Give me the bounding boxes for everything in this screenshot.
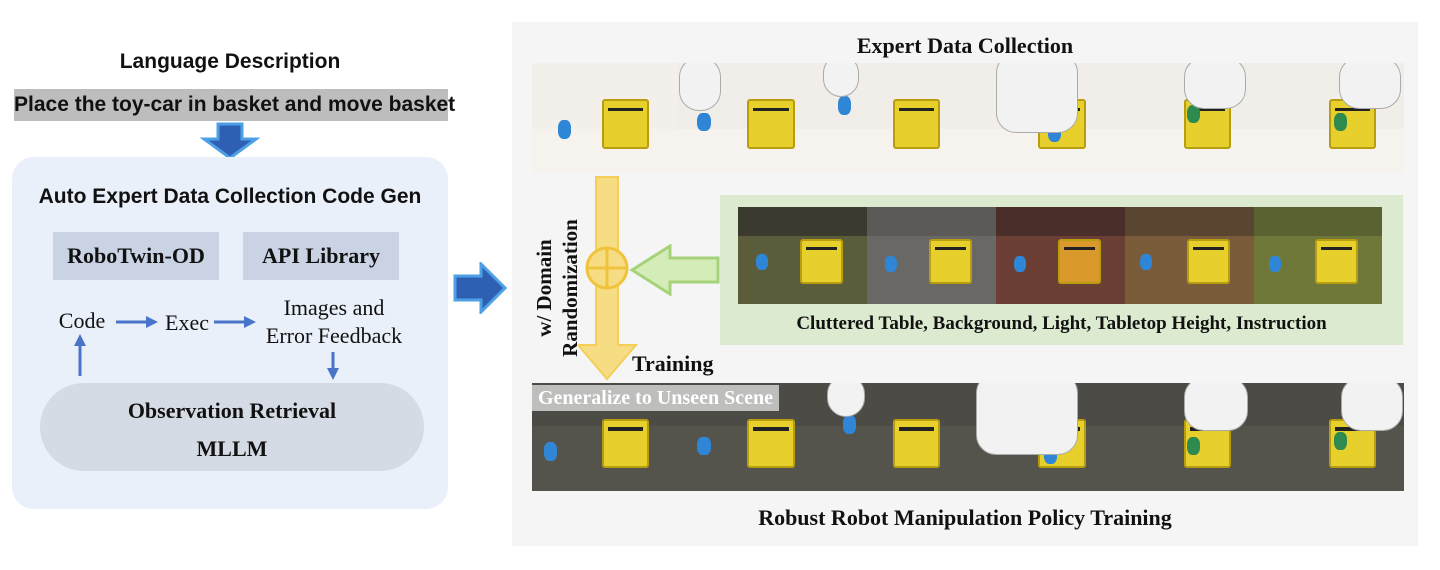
images-label-line1: Images and (283, 295, 385, 320)
observation-retrieval-label: Observation Retrieval (127, 398, 337, 423)
randomization-caption: Cluttered Table, Background, Light, Tabl… (796, 313, 1327, 334)
instruction-text: Place the toy-car in basket and move bas… (14, 89, 455, 121)
loop-arrows (74, 316, 339, 380)
domain-randomization-line2: Randomization (558, 219, 582, 357)
policy-frame-5 (1114, 383, 1259, 491)
expert-frames-strip (532, 63, 1404, 173)
api-library-box: API Library (243, 232, 399, 280)
random-frame-1 (738, 207, 867, 304)
randomized-frames-strip (738, 207, 1382, 304)
expert-frame-5 (1114, 63, 1259, 173)
right-arrow-icon (453, 262, 508, 314)
training-label: Training (632, 351, 714, 376)
random-frame-4 (1125, 207, 1254, 304)
robotwin-od-box: RoboTwin-OD (53, 232, 219, 280)
random-frame-3 (996, 207, 1125, 304)
domain-randomization-label: w/ Domain Randomization (531, 213, 591, 363)
generalize-tag: Generalize to Unseen Scene (532, 385, 779, 411)
expert-frame-2 (677, 63, 823, 173)
mllm-label: MLLM (196, 436, 268, 461)
code-gen-title: Auto Expert Data Collection Code Gen (38, 185, 422, 208)
expert-frame-3 (823, 63, 968, 173)
expert-frame-6 (1259, 63, 1404, 173)
expert-frame-1 (532, 63, 677, 173)
images-label-line2: Error Feedback (265, 323, 403, 348)
domain-randomization-line1: w/ Domain (532, 239, 556, 337)
code-label: Code (58, 308, 106, 333)
policy-frame-3 (823, 383, 968, 491)
expert-frame-4 (968, 63, 1114, 173)
random-frame-2 (867, 207, 996, 304)
down-arrow-icon (200, 122, 260, 160)
language-description-title: Language Description (119, 50, 341, 73)
mllm-box (40, 383, 424, 471)
policy-frame-4 (968, 383, 1114, 491)
policy-training-title: Robust Robot Manipulation Policy Trainin… (758, 505, 1172, 530)
random-frame-5 (1254, 207, 1382, 304)
exec-label: Exec (165, 310, 209, 335)
expert-data-title: Expert Data Collection (856, 33, 1074, 58)
policy-frames-strip (532, 383, 1404, 491)
policy-frame-6 (1259, 383, 1404, 491)
randomization-arrow-icon (629, 244, 720, 296)
training-arrow-icon (578, 176, 639, 381)
